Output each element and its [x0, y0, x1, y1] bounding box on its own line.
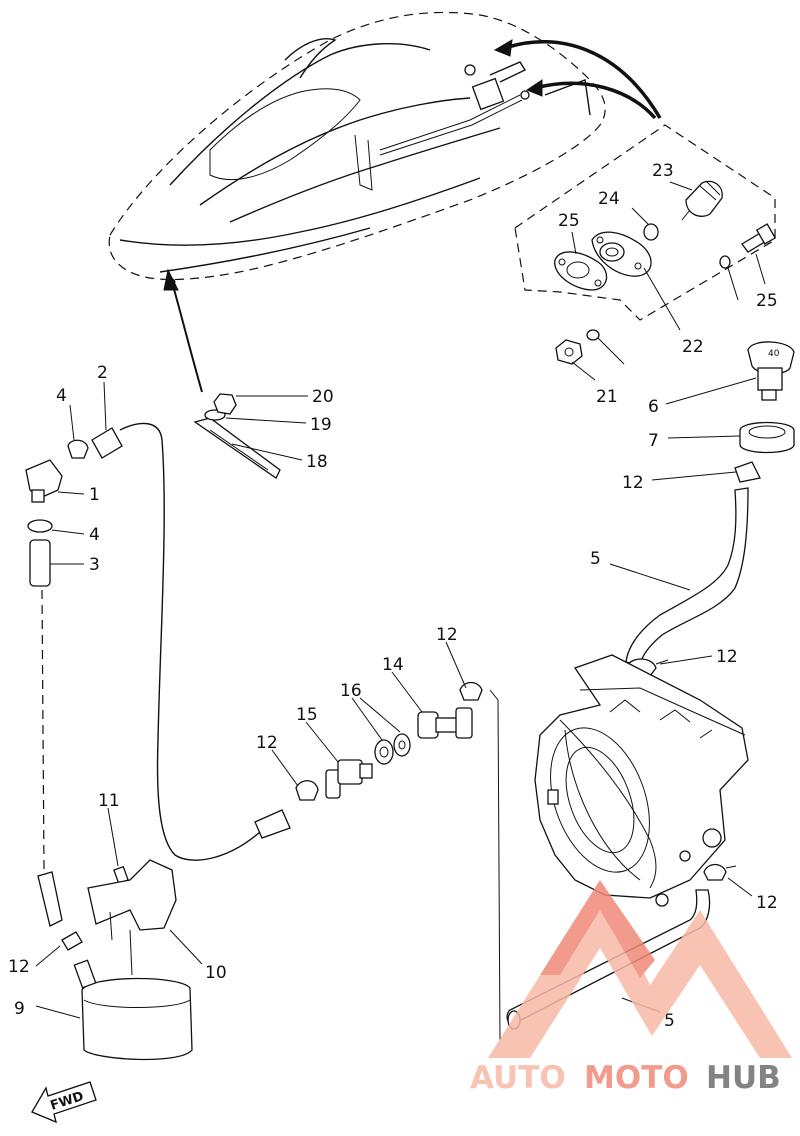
callout-4: 4 — [56, 386, 67, 406]
callout-24: 25 — [756, 291, 778, 311]
cap-marking: 40 — [768, 349, 780, 359]
callout-3: 3 — [89, 555, 100, 575]
part-23-gasket — [554, 251, 608, 291]
callout-5: 5 — [664, 1011, 675, 1031]
part-15-washers — [374, 733, 411, 765]
watermark-hub: HUB — [706, 1060, 781, 1096]
callout-17: 19 — [310, 415, 332, 435]
part-8-nut — [739, 421, 795, 454]
hose-route — [119, 422, 261, 861]
part-12-clamp-right — [459, 681, 483, 701]
detail-box — [514, 124, 776, 321]
callout-12: 12 — [8, 957, 30, 977]
part-12-clamp-mid — [295, 780, 319, 801]
part-18-nut — [213, 393, 237, 415]
part-24-bolt — [741, 223, 777, 253]
part-20-flange — [591, 231, 652, 277]
callout-13: 14 — [382, 655, 404, 675]
drain-hose — [37, 871, 63, 927]
leader-lines — [35, 181, 766, 1019]
callout-18: 20 — [312, 387, 334, 407]
callout-12: 12 — [256, 733, 278, 753]
callout-14: 15 — [296, 705, 318, 725]
fwd-arrow: FWD — [31, 1081, 97, 1124]
callout-7: 6 — [648, 397, 659, 417]
part-12-clamp-pump — [703, 863, 737, 881]
part-1-elbow — [25, 459, 63, 503]
part-4-clamp-bottom — [27, 519, 53, 533]
callout-19: 21 — [596, 387, 618, 407]
part-10-bracket — [87, 859, 177, 976]
part-9-box — [73, 959, 193, 1061]
jet-pump-housing — [534, 654, 749, 907]
part-4-clamp-top — [67, 439, 89, 459]
callout-12: 12 — [436, 625, 458, 645]
callout-labels: 4 2 1 4 3 20 19 18 23 24 25 22 25 21 6 7… — [8, 161, 778, 1031]
part-14-fitting — [325, 759, 373, 799]
callout-15: 16 — [340, 681, 362, 701]
watermark-auto: AUTO — [470, 1060, 566, 1096]
callout-22: 24 — [598, 189, 620, 209]
hose-short — [254, 809, 291, 839]
part-16-bracket — [193, 417, 281, 479]
callout-21: 23 — [652, 161, 674, 181]
callout-10: 10 — [205, 963, 227, 983]
callout-8: 7 — [648, 431, 659, 451]
part-19-nut — [555, 339, 583, 365]
route-line-3 — [41, 589, 45, 871]
part-12-clamp-lower — [61, 931, 83, 951]
callout-1: 1 — [89, 485, 100, 505]
callout-2: 2 — [97, 363, 108, 383]
part-6-hose — [625, 487, 749, 666]
watermark-moto: MOTO — [584, 1060, 689, 1096]
part-7-cap: 40 — [747, 341, 795, 401]
part-2-hose-piece — [91, 427, 123, 459]
callout-4: 4 — [89, 525, 100, 545]
watermark-logo: AUTO MOTO HUB — [470, 880, 792, 1096]
callout-12: 12 — [716, 647, 738, 667]
callout-23: 25 — [558, 211, 580, 231]
callout-12: 12 — [756, 893, 778, 913]
part-3-hose-piece — [29, 539, 51, 587]
callout-9: 9 — [14, 999, 25, 1019]
watercraft-hull-outline — [108, 11, 662, 393]
part-21-plug — [681, 180, 723, 221]
callout-20: 22 — [682, 337, 704, 357]
part-25-washer-a — [719, 255, 731, 269]
callout-12: 12 — [622, 473, 644, 493]
callout-6: 5 — [590, 549, 601, 569]
route-line-5 — [489, 689, 501, 1041]
part-25-washer-b — [586, 329, 600, 341]
callout-16: 18 — [306, 452, 328, 472]
part-13-fitting — [417, 707, 473, 739]
part-22-oring — [643, 223, 659, 241]
callout-11: 11 — [98, 791, 120, 811]
part-12-clamp-top — [734, 461, 761, 483]
